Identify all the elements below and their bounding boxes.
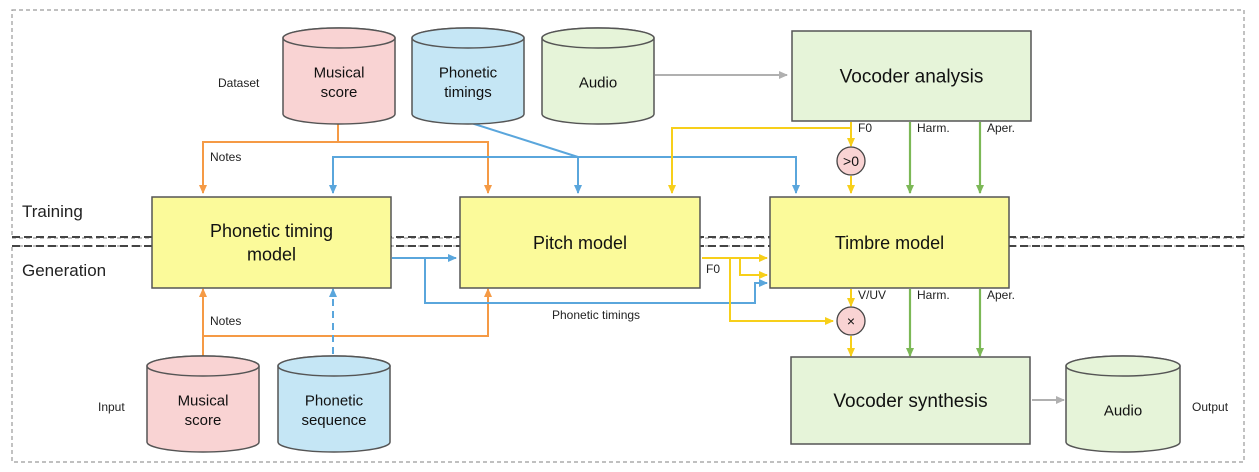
edge-harm-aper [906,122,984,357]
datastores.audio_output-text-0: Audio [1104,402,1142,419]
training-label: Training [22,202,83,221]
phonetic-timings-train-top [411,27,525,49]
label-harm-train: Harm. [917,121,950,135]
audio-train: Audio [541,27,655,125]
datastores.phonetic_timings_train-text-0: Phonetic [439,65,498,82]
processes.phonetic_timing_model-text-0: Phonetic timing [210,221,333,241]
phonetic-timings-train: Phonetic timings [411,27,525,125]
audio-output-top [1065,355,1181,377]
processes.pitch_model-text-0: Pitch model [533,233,627,253]
output-label: Output [1192,400,1229,414]
greater-than-zero-operator-text: >0 [843,153,859,169]
greater-than-zero-operator-circle [836,146,866,176]
label-harm-gen: Harm. [917,288,950,302]
phonetic-timing-model: Phonetic timing model [151,196,392,289]
vocoder-synthesis: Vocoder synthesis [790,356,1031,445]
datastores.audio_train-text-0: Audio [579,74,617,91]
audio-train-top [541,27,655,49]
label-notes-train: Notes [210,150,241,164]
edge-phonetic-timings-training [329,121,800,194]
dataset-label: Dataset [218,76,260,90]
datastores.phonetic_sequence_gen-text-1: sequence [301,412,366,429]
pitch-model: Pitch model [459,196,701,289]
timbre-model: Timbre model [769,196,1010,289]
label-aper-gen: Aper. [987,288,1015,302]
label-notes-gen: Notes [210,314,241,328]
phonetic-sequence-gen-top [277,355,391,377]
timbre-model-rect [769,196,1010,289]
processes.vocoder_synthesis-text-0: Vocoder synthesis [833,391,987,412]
audio-output: Audio [1065,355,1181,453]
multiply-operator: × [836,306,866,336]
label-vuv-gen: V/UV [858,288,886,302]
multiply-operator-circle [836,306,866,336]
datastores.phonetic_timings_train-text-1: timings [444,84,492,101]
edge-f0-generation [702,254,855,357]
musical-score-train: Musical score [282,27,396,125]
datastores.phonetic_sequence_gen-text-0: Phonetic [305,393,364,410]
edge-notes-training [199,122,492,194]
pitch-model-rect [459,196,701,289]
input-label: Input [98,400,125,414]
processes.phonetic_timing_model-text-1: model [247,245,296,265]
datastores.musical_score_gen-text-0: Musical [178,393,229,410]
label-f0-gen: F0 [706,262,720,276]
datastores.musical_score_train-text-0: Musical [314,65,365,82]
label-aper-train: Aper. [987,121,1015,135]
musical-score-gen-top [146,355,260,377]
vocoder-analysis-rect [791,30,1032,122]
phonetic-timing-model-rect [151,196,392,289]
processes.timbre_model-text-0: Timbre model [835,233,944,253]
edge-f0-training [668,122,855,194]
musical-score-gen: Musical score [146,355,260,453]
edge-notes-generation [199,288,492,356]
datastores.musical_score_gen-text-1: score [185,412,222,429]
edge-phonetic-timings-generation [392,254,768,304]
musical-score-train-top [282,27,396,49]
vocoder-analysis: Vocoder analysis [791,30,1032,122]
label-phonetic-timings-gen: Phonetic timings [552,308,640,322]
label-f0-train: F0 [858,121,872,135]
vocoder-synthesis-rect [790,356,1031,445]
datastores.musical_score_train-text-1: score [321,84,358,101]
multiply-operator-text: × [847,313,855,329]
greater-than-zero-operator: >0 [836,146,866,176]
generation-label: Generation [22,261,106,280]
processes.vocoder_analysis-text-0: Vocoder analysis [840,67,984,88]
phonetic-sequence-gen: Phonetic sequence [277,355,391,453]
